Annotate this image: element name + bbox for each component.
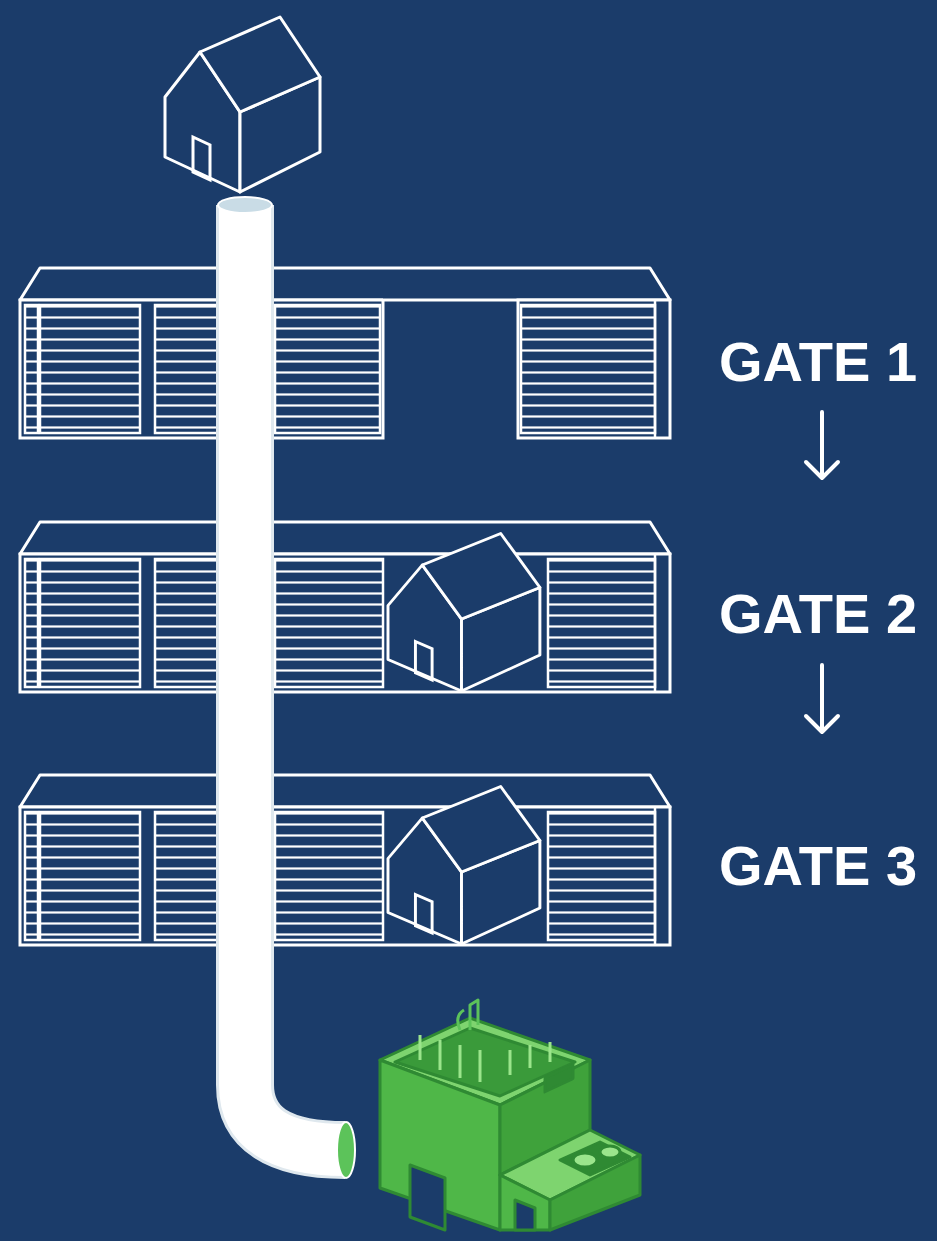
gate-label: GATE 2	[719, 586, 917, 642]
flow-arrows	[806, 412, 838, 732]
gate-label: GATE 3	[719, 838, 917, 894]
treatment-plant	[380, 1000, 640, 1230]
storage-row-1	[20, 268, 670, 438]
storage-row-3	[20, 775, 670, 945]
house-icon	[165, 17, 320, 192]
pipe	[218, 197, 355, 1178]
gate-label: GATE 1	[719, 334, 917, 390]
storage-row-2	[20, 522, 670, 692]
